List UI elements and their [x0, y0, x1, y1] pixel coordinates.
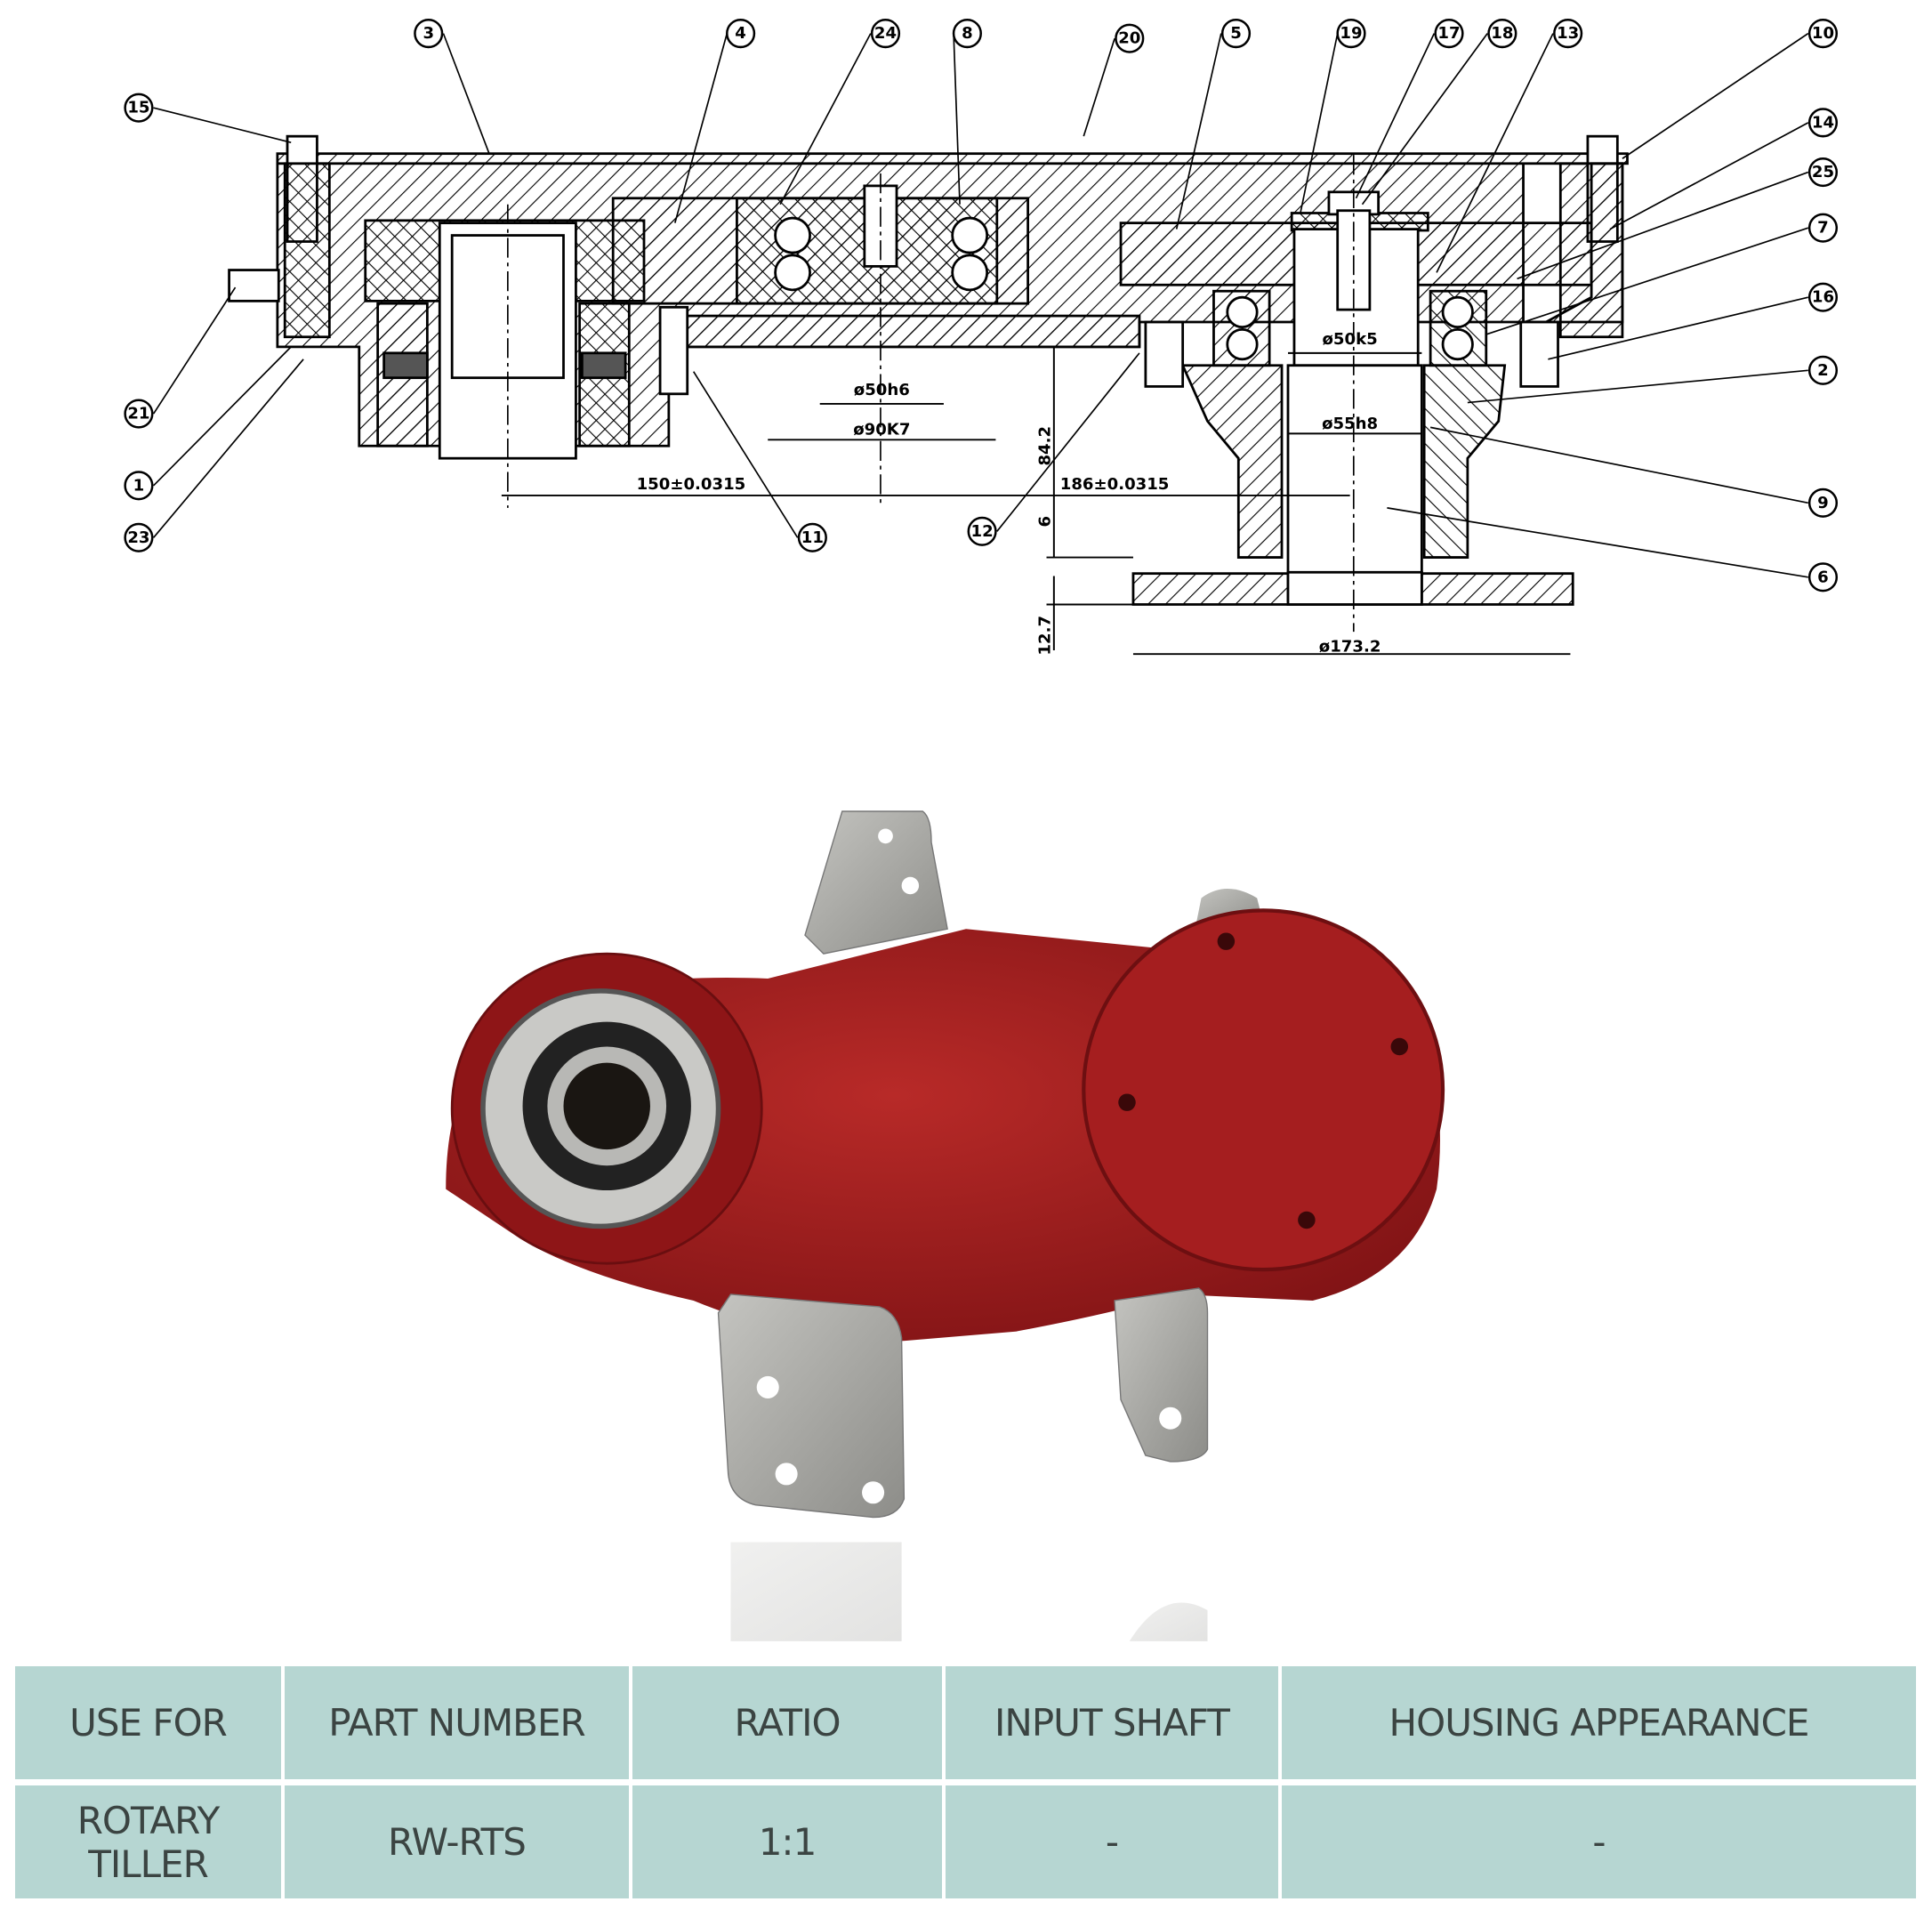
dim-12-7: 12.7: [1036, 616, 1055, 656]
svg-text:24: 24: [874, 24, 897, 43]
dim-55h8: ø55h8: [1322, 415, 1378, 433]
round-cover: [1082, 908, 1445, 1272]
bottom-right-bracket: [1114, 1287, 1209, 1463]
dim-150: 150±0.0315: [637, 475, 746, 494]
balloon-23: 23: [124, 522, 154, 552]
svg-text:3: 3: [423, 24, 434, 43]
balloon-25: 25: [1807, 157, 1839, 188]
balloon-13: 13: [1553, 19, 1583, 49]
balloon-9: 9: [1807, 488, 1839, 518]
svg-text:20: 20: [1118, 29, 1140, 48]
header-input-shaft: INPUT SHAFT: [946, 1666, 1278, 1779]
photo-reflection: [730, 1542, 1208, 1641]
gearbox-photo: [446, 810, 1445, 1641]
balloon-17: 17: [1434, 19, 1464, 49]
svg-text:13: 13: [1557, 24, 1579, 43]
dim-50h6: ø50h6: [854, 381, 910, 399]
dimension-labels: ø50h6 ø90K7 150±0.0315 186±0.0315 84.2 6…: [637, 330, 1381, 656]
svg-text:4: 4: [735, 24, 746, 43]
cell-use-for: ROTARY TILLER: [15, 1785, 281, 1898]
dim-173-2: ø173.2: [1319, 637, 1381, 656]
svg-text:2: 2: [1817, 361, 1829, 380]
dim-186: 186±0.0315: [1060, 475, 1170, 494]
svg-text:1: 1: [133, 476, 145, 495]
svg-text:16: 16: [1812, 288, 1834, 307]
balloon-15: 15: [124, 93, 154, 123]
balloon-2: 2: [1807, 355, 1839, 385]
cell-input-shaft: -: [946, 1785, 1278, 1898]
dim-90k7: ø90K7: [853, 421, 910, 439]
balloon-14: 14: [1807, 108, 1839, 138]
svg-text:9: 9: [1817, 494, 1829, 512]
svg-text:11: 11: [801, 528, 824, 547]
svg-text:25: 25: [1812, 163, 1834, 181]
svg-text:15: 15: [127, 99, 149, 117]
svg-text:8: 8: [962, 24, 973, 43]
balloon-21: 21: [124, 399, 154, 429]
header-use-for: USE FOR: [15, 1666, 281, 1779]
output-shaft-bore: [563, 1062, 650, 1150]
header-ratio: RATIO: [632, 1666, 942, 1779]
svg-text:10: 10: [1812, 24, 1834, 43]
balloon-3: 3: [414, 19, 444, 49]
cell-housing-appearance: -: [1282, 1785, 1916, 1898]
balloon-6: 6: [1807, 562, 1839, 592]
dim-6: 6: [1036, 516, 1055, 528]
svg-text:14: 14: [1812, 113, 1834, 132]
svg-text:21: 21: [127, 405, 149, 423]
balloon-20: 20: [1115, 23, 1145, 53]
top-bracket: [804, 810, 948, 955]
table-row: ROTARY TILLER RW-RTS 1:1 - -: [15, 1785, 1916, 1898]
balloon-24: 24: [870, 19, 901, 49]
header-housing-appearance: HOUSING APPEARANCE: [1282, 1666, 1916, 1779]
svg-text:23: 23: [127, 528, 149, 547]
cell-part-number: RW-RTS: [285, 1785, 629, 1898]
balloon-8: 8: [952, 19, 982, 49]
dim-84-2: 84.2: [1036, 426, 1055, 466]
svg-text:5: 5: [1230, 24, 1242, 43]
svg-text:17: 17: [1437, 24, 1460, 43]
balloon-4: 4: [726, 19, 756, 49]
table-header-row: USE FOR PART NUMBER RATIO INPUT SHAFT HO…: [15, 1666, 1916, 1779]
balloon-1: 1: [124, 471, 154, 501]
bottom-left-bracket: [717, 1293, 906, 1519]
spec-table: USE FOR PART NUMBER RATIO INPUT SHAFT HO…: [12, 1660, 1920, 1905]
svg-text:19: 19: [1340, 24, 1362, 43]
header-part-number: PART NUMBER: [285, 1666, 629, 1779]
svg-text:6: 6: [1817, 568, 1829, 586]
dim-50k5: ø50k5: [1323, 330, 1378, 349]
svg-text:7: 7: [1817, 219, 1829, 238]
cover-plate: [276, 152, 1629, 165]
balloon-12: 12: [967, 516, 997, 546]
part-balloons: 3 4 24 8 20 5 19 17 18 13 10 14 25 7 16 …: [124, 19, 1839, 592]
balloon-7: 7: [1807, 213, 1839, 243]
balloon-16: 16: [1807, 282, 1839, 312]
cross-section-drawing: [152, 32, 1809, 656]
balloon-11: 11: [797, 522, 827, 552]
cell-ratio: 1:1: [632, 1785, 942, 1898]
svg-text:18: 18: [1491, 24, 1513, 43]
balloon-18: 18: [1487, 19, 1517, 49]
balloon-10: 10: [1807, 19, 1839, 49]
svg-text:12: 12: [971, 522, 994, 541]
balloon-19: 19: [1336, 19, 1366, 49]
balloon-5: 5: [1220, 19, 1252, 49]
